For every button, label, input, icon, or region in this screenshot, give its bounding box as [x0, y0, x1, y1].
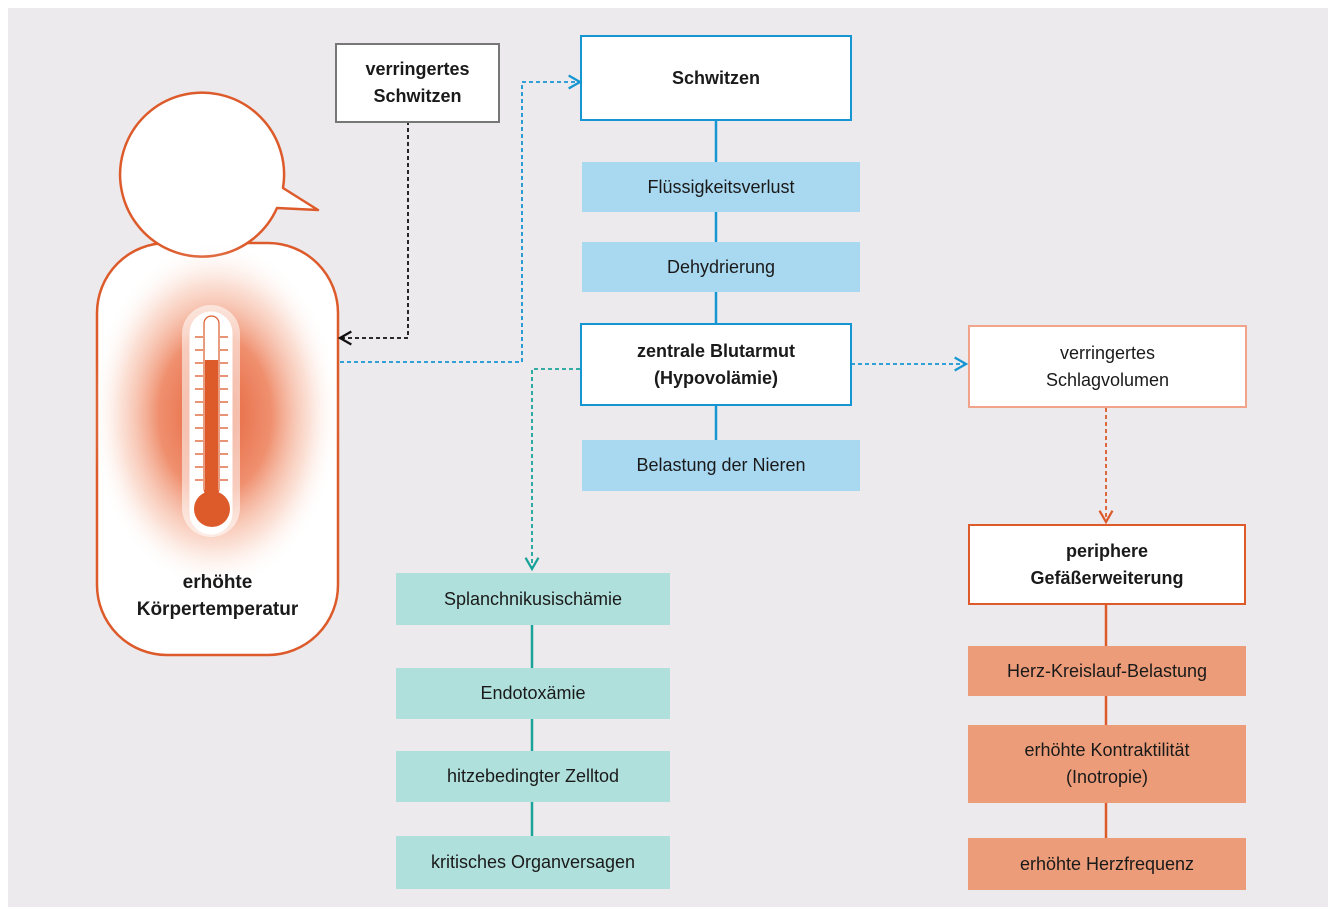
box-sweating: Schwitzen [580, 35, 852, 121]
box-fluid-loss: Flüssigkeitsverlust [582, 162, 860, 212]
arrow-reduced-sweating-to-body [337, 121, 409, 346]
box-kidney-strain: Belastung der Nieren [582, 440, 860, 491]
box-reduced-sweating: verringertes Schwitzen [335, 43, 500, 123]
box-organ-failure: kritisches Organversagen [396, 836, 670, 889]
person-figure [90, 91, 340, 657]
box-reduced-stroke-volume: verringertes Schlagvolumen [968, 325, 1247, 408]
arrow-body-to-sweating [340, 74, 583, 363]
thermometer-icon [182, 305, 240, 537]
box-vasodilation: periphere Gefäßerweiterung [968, 524, 1246, 605]
arrow-hypovolemia-to-splanchnic [524, 368, 580, 572]
box-cell-death: hitzebedingter Zelltod [396, 751, 670, 802]
person-head [118, 91, 320, 258]
box-endotoxemia: Endotoxämie [396, 668, 670, 719]
box-cardio-strain: Herz-Kreislauf-Belastung [968, 646, 1246, 696]
person-label: erhöhte Körpertemperatur [136, 572, 299, 620]
box-contractility: erhöhte Kontraktilität (Inotropie) [968, 725, 1246, 803]
box-dehydration: Dehydrierung [582, 242, 860, 292]
box-heart-rate: erhöhte Herzfrequenz [968, 838, 1246, 890]
box-hypovolemia: zentrale Blutarmut (Hypovolämie) [580, 323, 852, 406]
box-splanchnic-ischemia: Splanchnikusischämie [396, 573, 670, 625]
